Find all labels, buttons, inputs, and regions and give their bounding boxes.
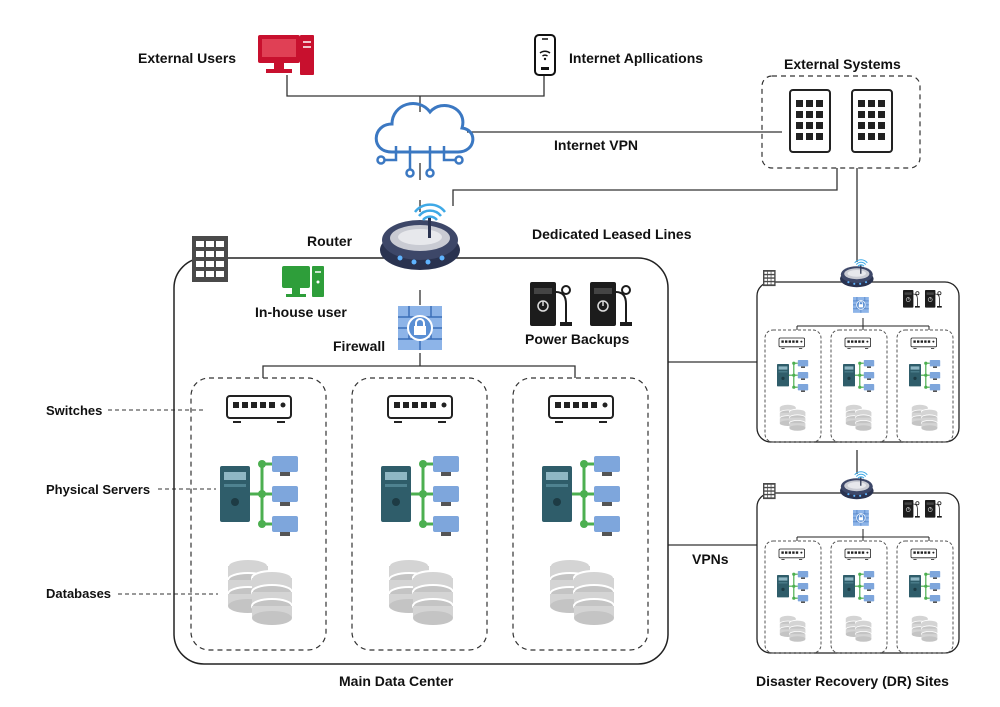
internet-applications-label: Internet Apllications <box>569 50 703 66</box>
databases-label: Databases <box>46 586 111 601</box>
cluster-2 <box>351 377 488 651</box>
dr-site-1-firewall-icon <box>852 296 870 314</box>
dr-site-2 <box>757 471 959 653</box>
external-systems-box <box>761 75 921 169</box>
dr-site-2-building-icon <box>763 483 776 500</box>
connection-lines <box>262 75 858 546</box>
dr-sites-label: Disaster Recovery (DR) Sites <box>756 673 949 689</box>
external-systems-label: External Systems <box>784 56 901 72</box>
physical-servers-label: Physical Servers <box>46 482 150 497</box>
cluster-1 <box>190 377 327 651</box>
database-3-icon <box>549 558 615 626</box>
main-dc-building-icon <box>192 236 228 282</box>
dr-site-2-router-icon <box>839 471 875 500</box>
server-2-icon <box>379 454 461 538</box>
in-house-user-icon <box>282 266 324 297</box>
external-system-1-icon <box>789 89 831 153</box>
leader-lines <box>108 409 218 595</box>
main-data-center-label: Main Data Center <box>339 673 454 689</box>
power-backups-label: Power Backups <box>525 331 629 347</box>
power-backup-1-icon <box>529 281 573 327</box>
cloud-icon <box>374 102 475 178</box>
dr-site-2-firewall-icon <box>852 509 870 527</box>
switch-2-icon <box>387 395 453 423</box>
vpns-label: VPNs <box>692 551 729 567</box>
server-3-icon <box>540 454 622 538</box>
cluster-3 <box>512 377 649 651</box>
dr-site-1 <box>757 259 959 442</box>
dr-site-1-building-icon <box>763 270 776 287</box>
external-system-2-icon <box>851 89 893 153</box>
switch-3-icon <box>548 395 614 423</box>
switches-label: Switches <box>46 403 102 418</box>
internet-vpn-label: Internet VPN <box>554 137 638 153</box>
switch-1-icon <box>226 395 292 423</box>
dr-site-1-router-icon <box>839 259 875 288</box>
router-icon <box>378 203 462 272</box>
external-users-label: External Users <box>138 50 236 66</box>
database-2-icon <box>388 558 454 626</box>
server-1-icon <box>218 454 300 538</box>
external-users-icon <box>258 35 314 75</box>
power-backup-2-icon <box>589 281 633 327</box>
router-label: Router <box>307 233 353 249</box>
database-1-icon <box>227 558 293 626</box>
phone-icon <box>534 34 556 76</box>
firewall-icon <box>397 305 443 351</box>
in-house-user-label: In-house user <box>255 304 347 320</box>
dedicated-leased-lines-label: Dedicated Leased Lines <box>532 226 692 242</box>
firewall-label: Firewall <box>333 338 385 354</box>
